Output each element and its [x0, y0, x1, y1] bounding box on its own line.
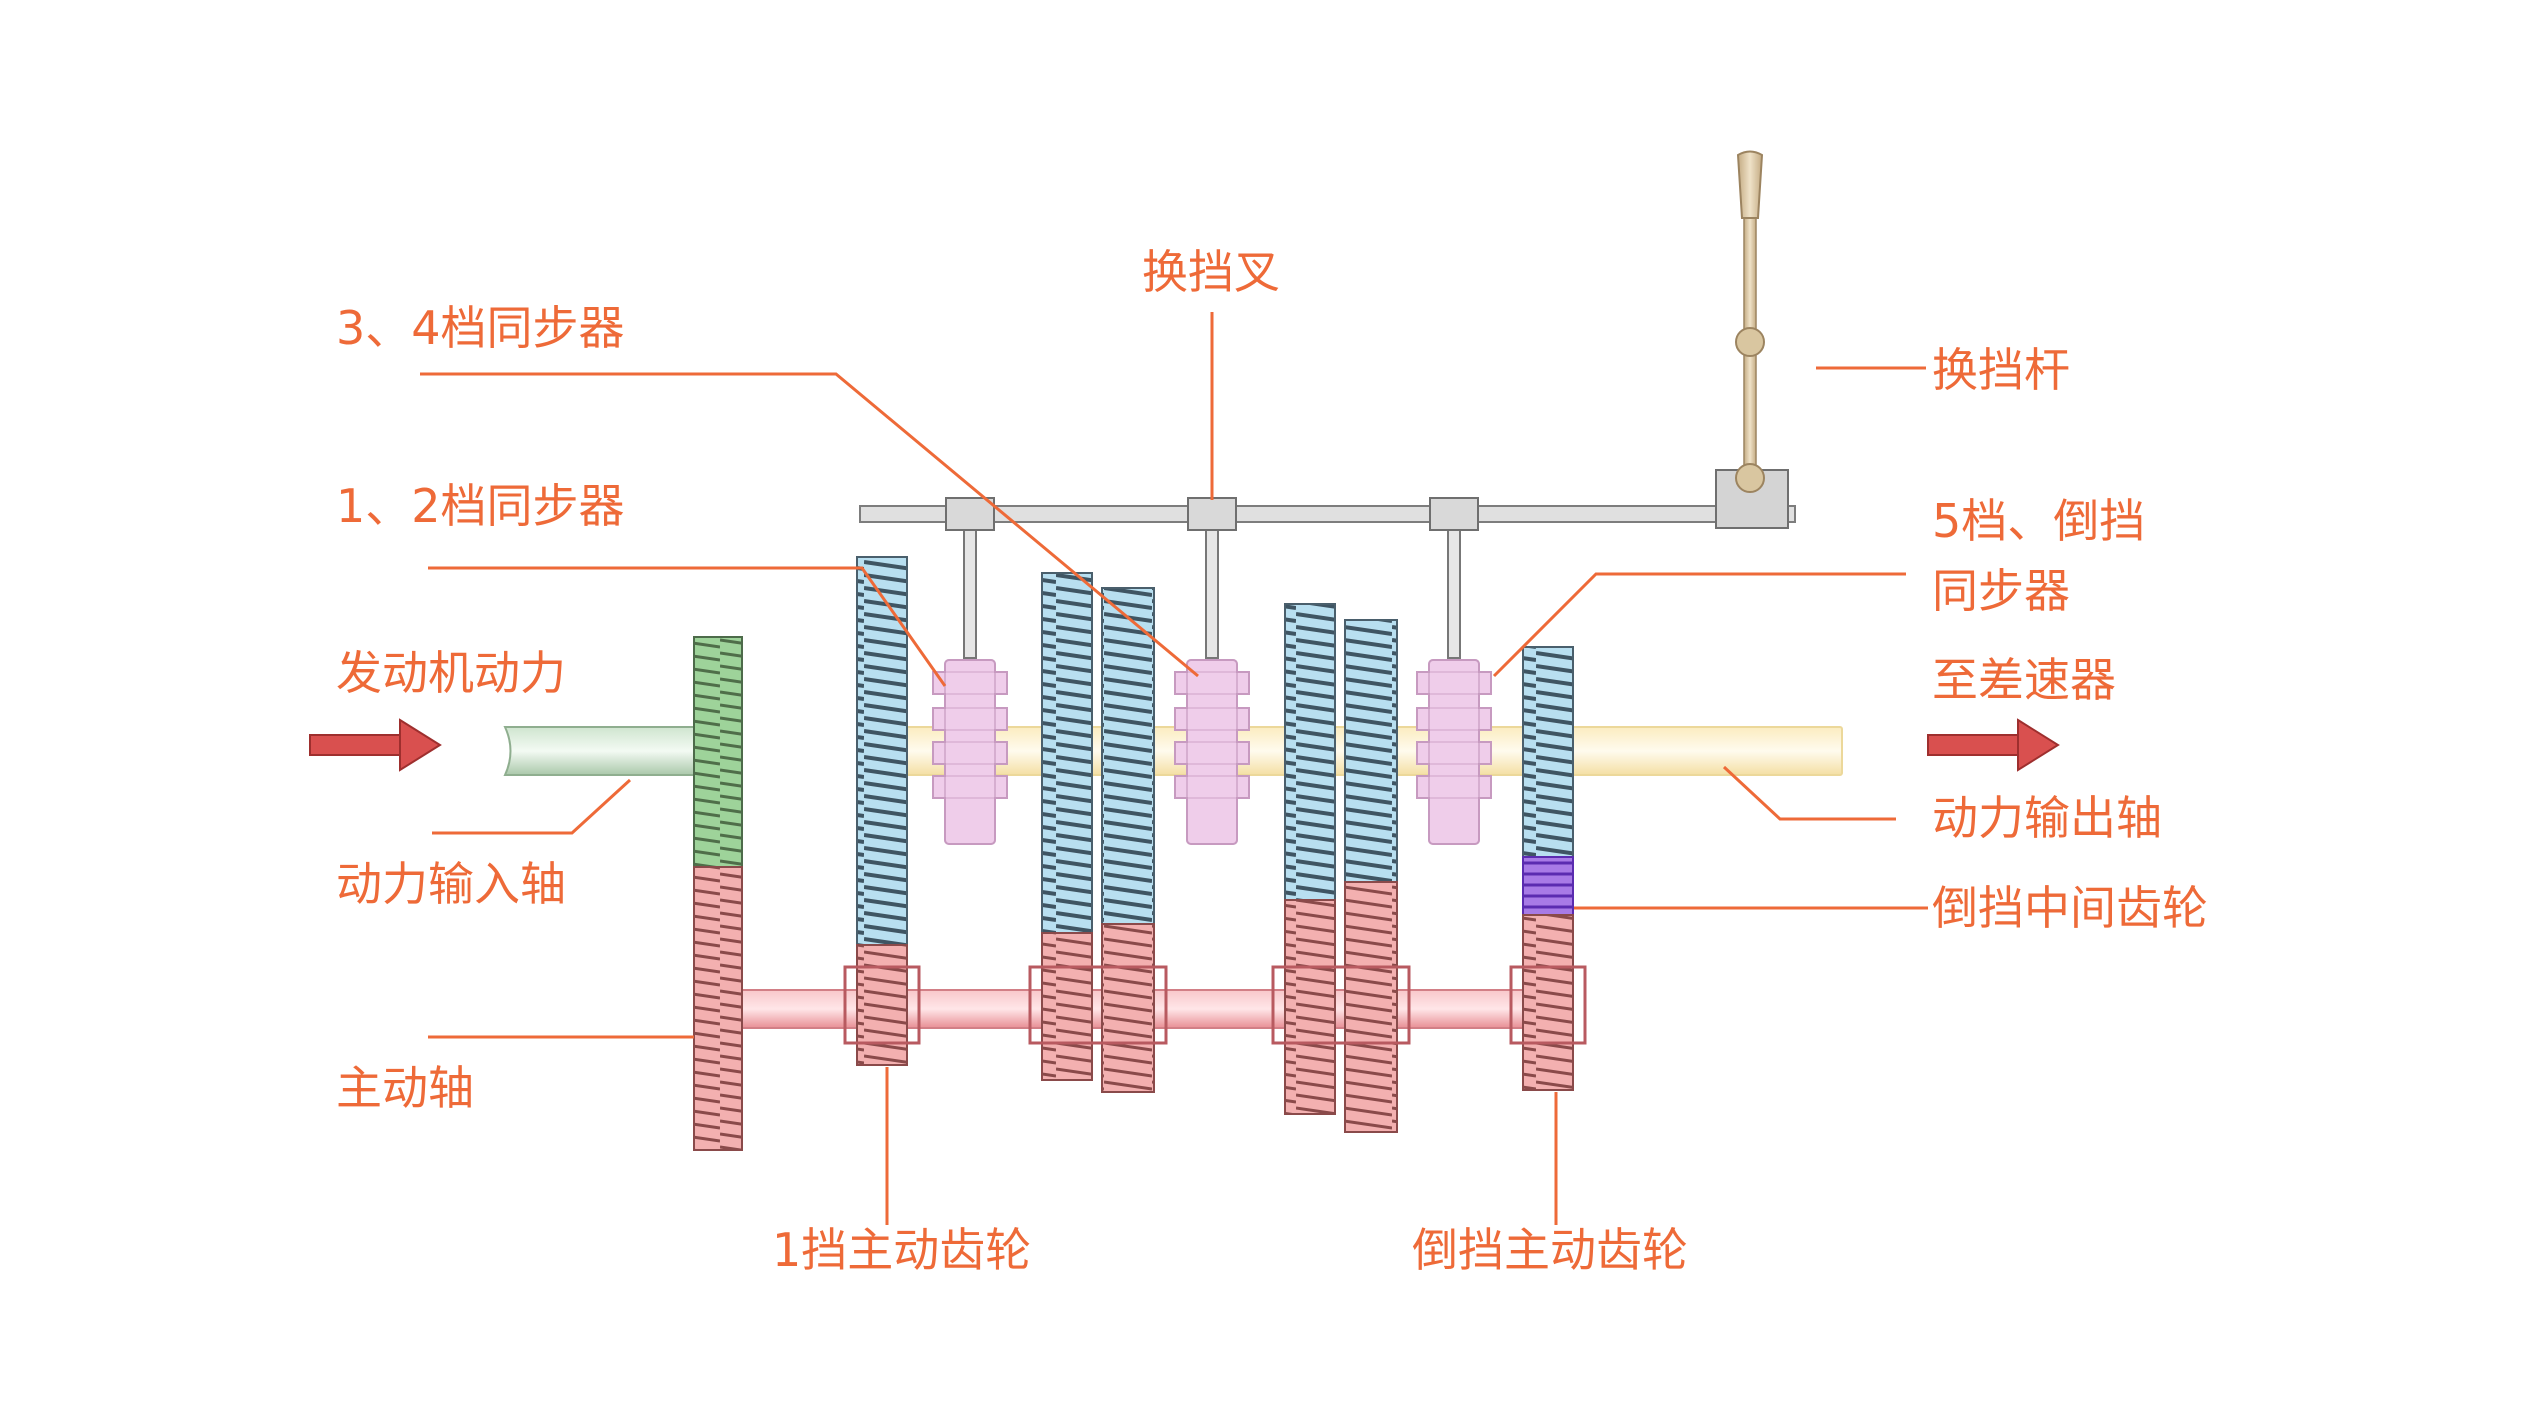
first-gear-pair [843, 556, 921, 1066]
label-gear-lever: 换挡杆 [1932, 343, 2070, 397]
right-arrow-icon [309, 718, 442, 772]
first-gear-hub [843, 965, 921, 1045]
reverse-idler-gear [1522, 856, 1574, 916]
first-gear-drive [856, 944, 908, 1066]
third-gear-drive [1101, 923, 1155, 1093]
gear-lever [1735, 150, 1765, 493]
counter-drive-gear [693, 866, 743, 1151]
input-shaft [503, 726, 701, 776]
second-gear-drive [1041, 932, 1093, 1081]
label-output-shaft: 动力输出轴 [1932, 791, 2162, 845]
leader-input-shaft [432, 778, 632, 835]
lever-pivot-upper [1735, 327, 1765, 357]
fifth-gear-drive [1344, 881, 1398, 1133]
shift-rail [859, 505, 1796, 523]
fork-rod-1 [963, 529, 977, 659]
fifth-gear-driven [1344, 619, 1398, 883]
synchronizer-34 [1174, 659, 1250, 845]
label-input-shaft: 动力输入轴 [336, 857, 566, 911]
label-synchronizer-5r-line1: 5档、倒挡 [1932, 494, 2146, 548]
third-gear-driven [1101, 587, 1155, 925]
right-arrow-icon [1927, 718, 2060, 772]
synchronizer-12 [932, 659, 1008, 845]
leader-output-shaft [1722, 765, 1896, 821]
second-gear-pair [1041, 572, 1093, 1081]
fourth-gear-pair [1284, 603, 1336, 1115]
label-shift-fork: 换挡叉 [1142, 245, 1280, 299]
reverse-drive-gear [1522, 914, 1574, 1091]
fork-block-2 [1187, 497, 1237, 531]
fork-rod-2 [1205, 529, 1219, 659]
reverse-hub [1509, 965, 1587, 1045]
fork-block-3 [1429, 497, 1479, 531]
fourth-gear-driven [1284, 603, 1336, 901]
label-synchronizer-12: 1、2档同步器 [336, 479, 625, 533]
fifth-gear-pair [1271, 619, 1411, 1133]
label-main-shaft: 主动轴 [336, 1061, 474, 1115]
label-reverse-idler: 倒挡中间齿轮 [1932, 881, 2208, 935]
label-reverse-gear-drive: 倒挡主动齿轮 [1412, 1223, 1688, 1277]
reverse-gear-set [1509, 646, 1587, 1091]
label-synchronizer-5r-line2: 同步器 [1932, 564, 2070, 618]
synchronizer-5r [1416, 659, 1492, 845]
third-gear-pair [1028, 587, 1168, 1093]
lever-knob [1736, 150, 1764, 219]
fourth-gear-drive [1284, 899, 1336, 1115]
leader-sync12 [428, 566, 947, 687]
input-drive-gear [693, 636, 743, 1151]
first-gear-driven [856, 556, 908, 946]
leader-sync5r [1492, 572, 1906, 678]
label-first-gear-drive: 1挡主动齿轮 [772, 1223, 1032, 1277]
fork-block-1 [945, 497, 995, 531]
reverse-driven-gear [1522, 646, 1574, 858]
second-gear-driven [1041, 572, 1093, 934]
fork-rod-3 [1447, 529, 1461, 659]
label-to-differential: 至差速器 [1932, 653, 2116, 707]
label-synchronizer-34: 3、4档同步器 [336, 301, 625, 355]
lever-pivot-lower [1735, 463, 1765, 493]
leader-sync34 [420, 372, 1199, 678]
gear23-hub [1028, 965, 1168, 1045]
label-engine-power: 发动机动力 [336, 646, 566, 700]
input-gear-green [693, 636, 743, 868]
gear45-hub [1271, 965, 1411, 1045]
shift-fork-assembly [859, 469, 1796, 659]
leader-lines [420, 312, 1928, 1225]
